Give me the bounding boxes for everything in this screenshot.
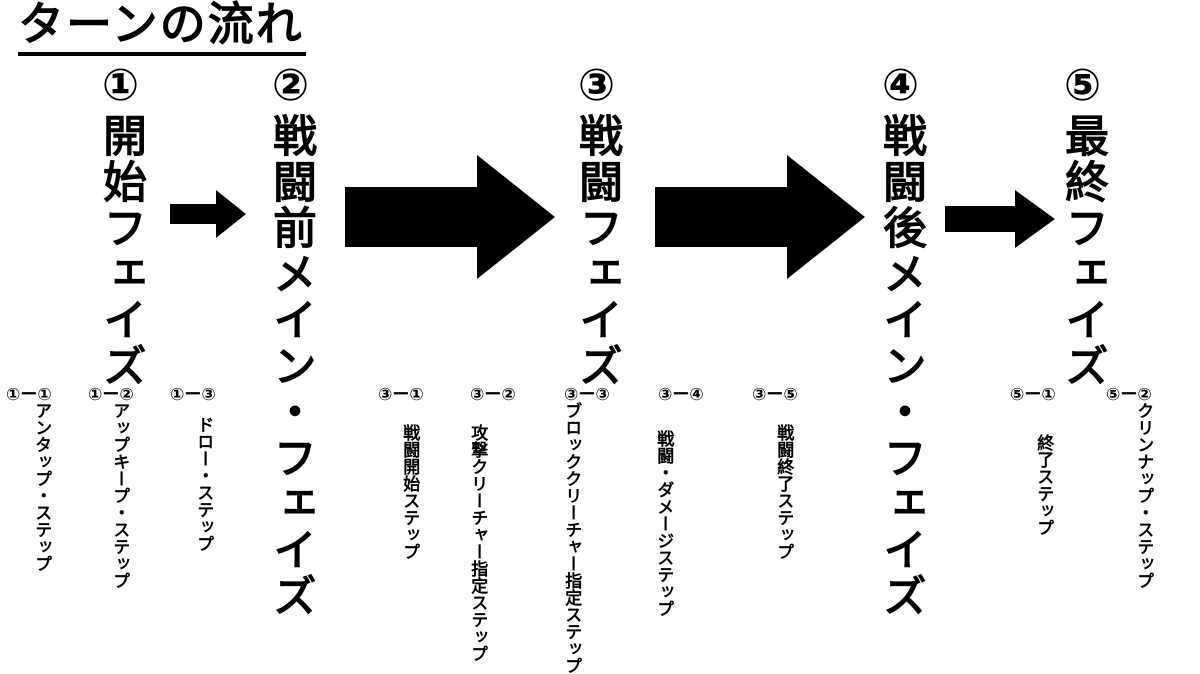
step-1-3-label: ドロー・ステップ (193, 416, 214, 552)
phase-1-label: ①開始フェイズ (95, 60, 146, 389)
step-1-3-number: ①ー③ (170, 385, 216, 405)
step-3-2-number: ③ー② (470, 385, 516, 405)
arrow-large-2 (655, 155, 865, 279)
step-1-1-label: アンタップ・ステップ (31, 402, 52, 572)
phase-3-label: ③戦闘フェイズ (571, 60, 622, 389)
arrow-medium-1 (945, 190, 1055, 248)
step-3-3-number: ③ー③ (564, 385, 610, 405)
phase-2-label: ②戦闘前メイン・フェイズ (265, 60, 316, 619)
step-1-2-number: ①ー② (88, 385, 134, 405)
step-1-1-number: ①ー① (6, 385, 52, 405)
step-3-4-label: 戦闘・ダメージステップ (653, 430, 674, 617)
arrow-large-1 (345, 155, 555, 279)
phase-4-label: ④戦闘後メイン・フェイズ (875, 60, 926, 619)
arrow-small-1 (170, 190, 246, 238)
step-5-1-label: 終了ステップ (1033, 434, 1054, 536)
step-5-2-number: ⑤ー② (1106, 385, 1152, 405)
step-5-2-label: クリンナップ・ステップ (1133, 402, 1154, 589)
step-3-1-number: ③ー① (378, 385, 424, 405)
diagram-title: ターンの流れ (18, 0, 306, 56)
step-3-5-number: ③ー⑤ (752, 385, 798, 405)
step-3-4-number: ③ー④ (658, 385, 704, 405)
phase-5-label: ⑤最終フェイズ (1057, 60, 1108, 389)
step-1-2-label: アップキープ・ステップ (109, 402, 130, 589)
step-3-3-label: ブロッククリーチャー指定ステップ (561, 402, 582, 674)
step-5-1-number: ⑤ー① (1010, 385, 1056, 405)
step-3-1-label: 戦闘開始ステップ (399, 424, 420, 560)
step-3-5-label: 戦闘終了ステップ (773, 424, 794, 560)
step-3-2-label: 攻撃クリーチャー指定ステップ (467, 424, 488, 662)
